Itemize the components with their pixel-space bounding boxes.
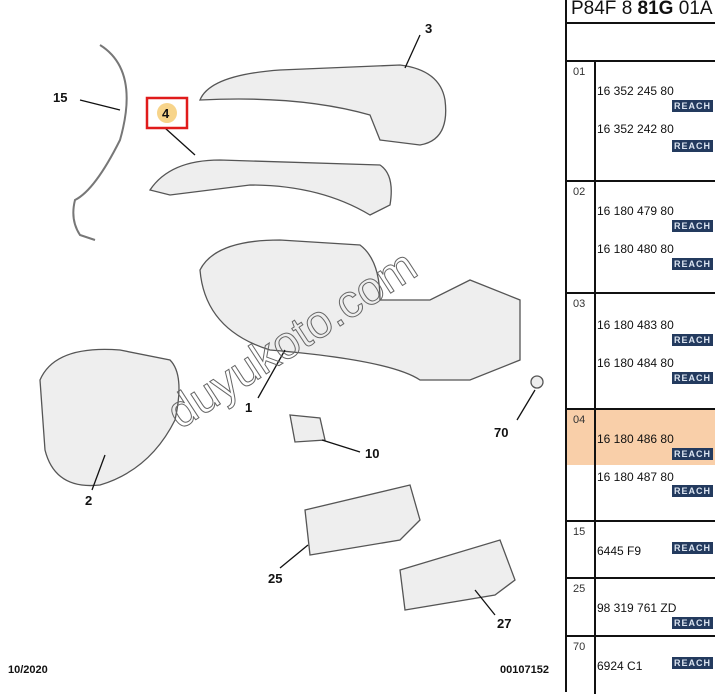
callout-3[interactable]: 3 [425, 21, 432, 36]
row-index: 02 [573, 186, 586, 198]
parts-diagram: 3 4 15 1 2 10 25 27 70 duyukoto.com [39, 21, 544, 631]
part-reference[interactable]: 16 352 242 80 [597, 122, 674, 136]
callout-25[interactable]: 25 [268, 571, 282, 586]
table-header: P84F 8 81G 01A [571, 0, 713, 19]
row-index: 25 [573, 583, 586, 595]
reach-badge: REACH [671, 448, 713, 460]
column-divider [594, 637, 596, 694]
drawing-number: 00107152 [500, 664, 549, 676]
mirror-cover-part [199, 64, 447, 146]
connector-part [289, 414, 326, 443]
row-index: 70 [573, 641, 586, 653]
reach-badge: REACH [671, 140, 713, 152]
part-reference[interactable]: 16 180 487 80 [597, 470, 674, 484]
callout-10[interactable]: 10 [365, 446, 379, 461]
reach-badge: REACH [671, 258, 713, 270]
reach-badge: REACH [671, 372, 713, 384]
mirror-glass-part [39, 348, 180, 487]
callout-2[interactable]: 2 [85, 493, 92, 508]
part-reference[interactable]: 98 319 761 ZD [597, 601, 677, 615]
turn-signal-part [148, 159, 392, 216]
callout-4-highlight [145, 96, 189, 130]
wire-15-part [72, 44, 128, 241]
blank-row [567, 22, 715, 60]
part-reference[interactable]: 16 352 245 80 [597, 84, 674, 98]
reach-badge: REACH [671, 542, 713, 554]
table-row-70[interactable]: 70 6924 C1 REACH [567, 635, 715, 694]
date-label: 10/2020 [8, 664, 48, 676]
switch-27-part [399, 539, 516, 611]
part-reference[interactable]: 16 180 486 80 [597, 432, 674, 446]
callout-15[interactable]: 15 [53, 90, 67, 105]
part-reference[interactable]: 6924 C1 [597, 659, 643, 673]
table-row-02[interactable]: 02 16 180 479 80 REACH 16 180 480 80 REACH [567, 180, 715, 294]
reach-badge: REACH [671, 334, 713, 346]
column-divider [594, 579, 596, 637]
part-reference[interactable]: 6445 F9 [597, 544, 642, 558]
column-divider [594, 62, 596, 182]
row-index: 03 [573, 298, 586, 310]
reach-badge: REACH [671, 657, 713, 669]
switch-25-part [304, 484, 421, 556]
row-index: 01 [573, 66, 586, 78]
table-row-03[interactable]: 03 16 180 483 80 REACH 16 180 484 80 REACH [567, 292, 715, 410]
reach-badge: REACH [671, 100, 713, 112]
callout-27[interactable]: 27 [497, 616, 511, 631]
callout-4[interactable]: 4 [162, 106, 170, 121]
part-reference[interactable]: 16 180 483 80 [597, 318, 674, 332]
reach-badge: REACH [671, 617, 713, 629]
row-index: 04 [573, 414, 586, 426]
column-divider [594, 522, 596, 579]
table-row-15[interactable]: 15 6445 F9 REACH [567, 520, 715, 579]
column-divider [594, 410, 596, 522]
callout-70[interactable]: 70 [494, 425, 508, 440]
part-reference[interactable]: 16 180 480 80 [597, 242, 674, 256]
row-index: 15 [573, 526, 586, 538]
part-reference[interactable]: 16 180 484 80 [597, 356, 674, 370]
mirror-housing-part [199, 239, 521, 381]
table-row-25[interactable]: 25 98 319 761 ZD REACH [567, 577, 715, 637]
parts-table: P84F 8 81G 01A 01 16 352 245 80 REACH 16 35… [565, 0, 715, 694]
callout-1[interactable]: 1 [245, 400, 252, 415]
table-row-01[interactable]: 01 16 352 245 80 REACH 16 352 242 80 REACH [567, 60, 715, 182]
part-reference[interactable]: 16 180 479 80 [597, 204, 674, 218]
column-divider [594, 294, 596, 410]
reach-badge: REACH [671, 220, 713, 232]
reach-badge: REACH [671, 485, 713, 497]
column-divider [594, 182, 596, 294]
screw-part [530, 375, 544, 389]
